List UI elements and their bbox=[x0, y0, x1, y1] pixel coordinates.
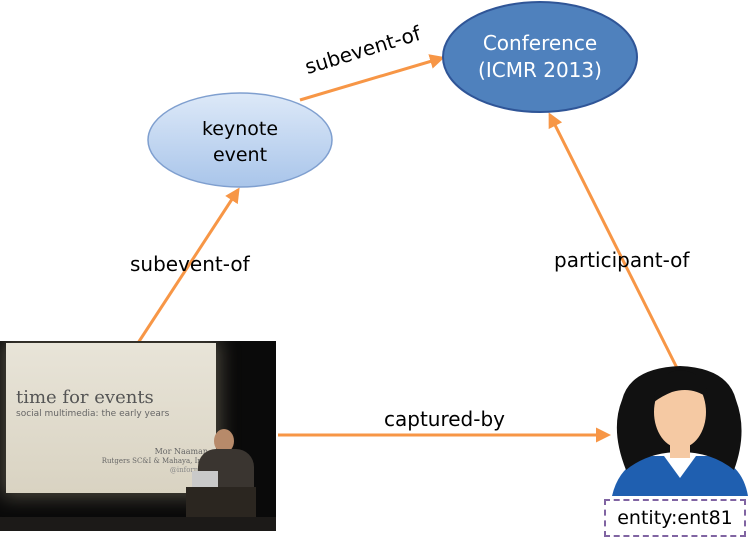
slide-affiliation: Rutgers SC&I & Mahaya, Inc. bbox=[101, 457, 208, 466]
arrow-keynote-to-conference bbox=[299, 54, 445, 102]
slide-subtitle: social multimedia: the early years bbox=[16, 409, 170, 419]
laptop bbox=[192, 471, 218, 489]
edge-label-photo-to-person: captured-by bbox=[384, 407, 505, 431]
person-icon bbox=[612, 366, 748, 496]
keynote-photo[interactable]: time for events social multimedia: the e… bbox=[0, 341, 276, 531]
entity-label: entity:ent81 bbox=[617, 507, 733, 529]
slide-author-block: Mor Naaman Rutgers SC&I & Mahaya, Inc. @… bbox=[102, 447, 208, 476]
conference-label: Conference (ICMR 2013) bbox=[443, 30, 637, 84]
slide-handle: @informor bbox=[169, 466, 208, 475]
conference-label-line2: (ICMR 2013) bbox=[478, 58, 602, 82]
edge-label-person-to-conference: participant-of bbox=[554, 248, 690, 272]
keynote-label-line2: event bbox=[212, 143, 268, 166]
speaker-head bbox=[214, 429, 234, 453]
stage bbox=[0, 517, 276, 531]
arrow-photo-to-keynote bbox=[136, 187, 240, 344]
edge-label-photo-to-keynote: subevent-of bbox=[130, 252, 250, 276]
arrow-person-to-conference bbox=[548, 112, 680, 371]
keynote-label: keynote event bbox=[148, 117, 332, 168]
projected-slide: time for events social multimedia: the e… bbox=[6, 343, 216, 493]
conference-label-line1: Conference bbox=[482, 31, 598, 55]
conference-node[interactable] bbox=[442, 1, 638, 113]
keynote-label-line1: keynote bbox=[201, 118, 279, 140]
slide-title: time for events bbox=[16, 387, 154, 408]
keynote-node[interactable] bbox=[147, 92, 333, 188]
entity-label-box[interactable]: entity:ent81 bbox=[604, 499, 746, 537]
slide-author: Mor Naaman bbox=[154, 447, 208, 456]
